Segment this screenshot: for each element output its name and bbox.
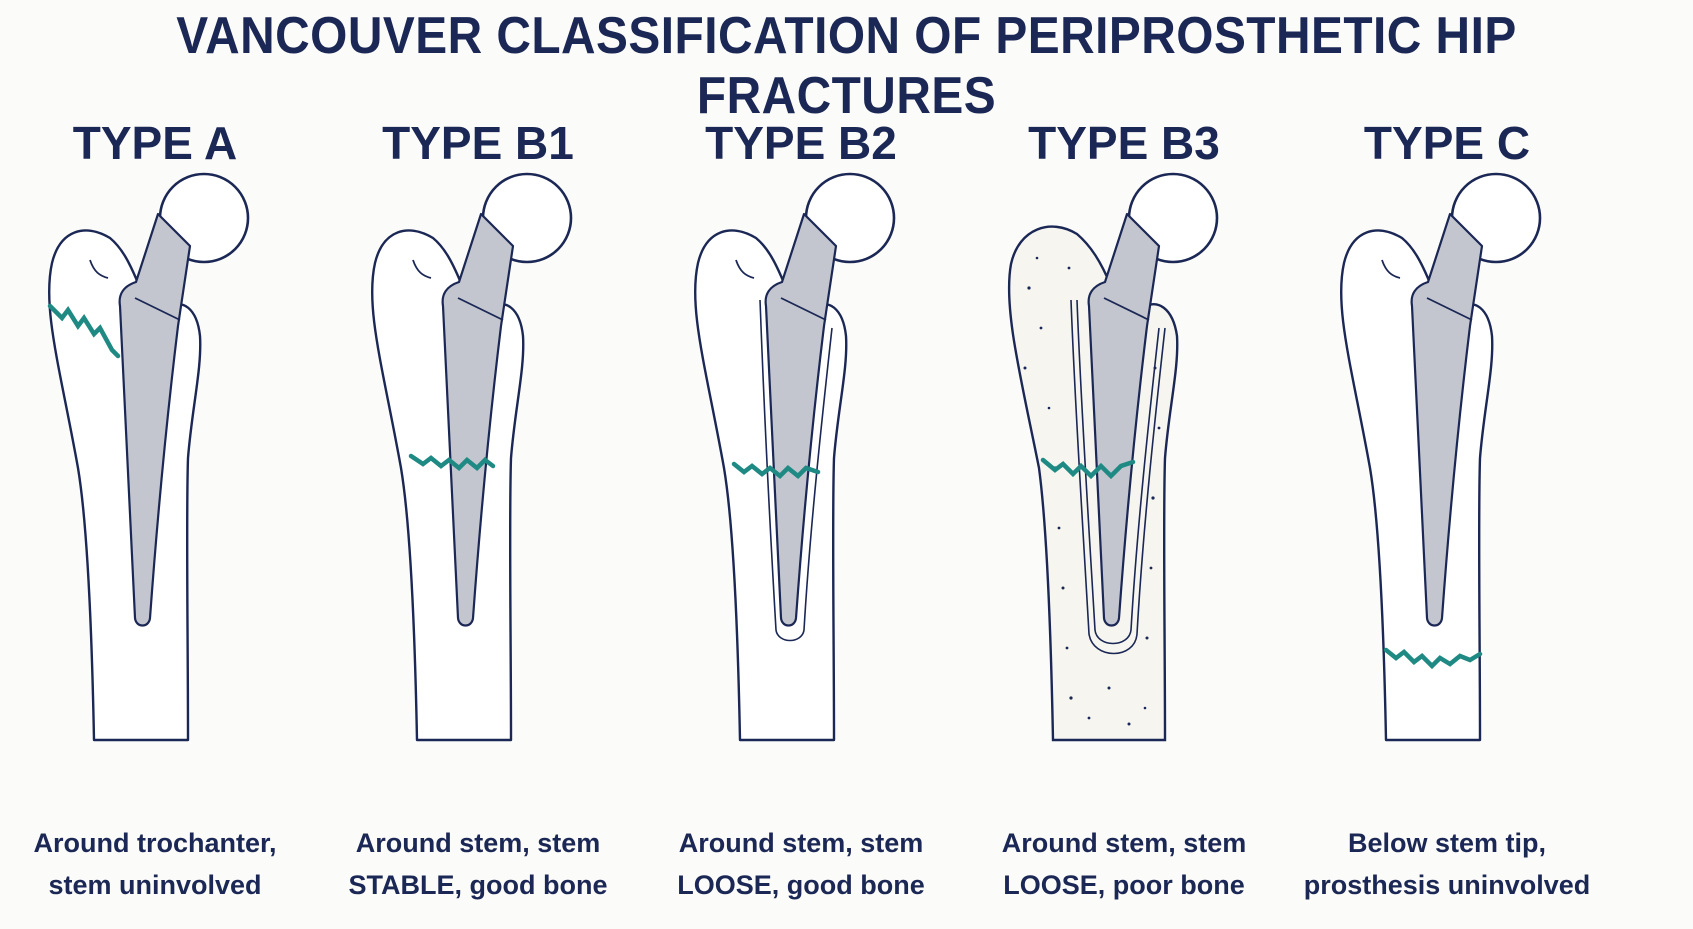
fracture-line [47,303,121,359]
diagram-title: VANCOUVER CLASSIFICATION OF PERIPROSTHET… [176,7,1517,125]
fracture-line [1040,457,1136,480]
panel-type-c: TYPE C Below stem tip, prosthesis uninvo… [1282,110,1612,910]
type-label: TYPE C [1363,117,1531,169]
femur-type-c-illustration [1339,172,1542,742]
caption: Around stem, stem STABLE, good bone [348,828,608,900]
fracture-line [1383,647,1483,670]
caption: Below stem tip, prosthesis uninvolved [1303,828,1591,900]
femur-type-a-illustration [47,172,250,742]
type-label: TYPE B1 [382,117,574,169]
panel-type-b2: TYPE B2 Around stem, stem LOOSE, good bo… [636,110,966,910]
loosening-gap [1076,299,1160,645]
panel-type-b3: TYPE B3 Around stem, stem LOOSE, poor bo… [959,110,1289,910]
fracture-line [408,453,496,472]
panel-type-a: TYPE A Around trochanter, stem uninvolve… [0,110,320,910]
loosening-gap [759,299,833,642]
type-label: TYPE A [72,117,238,169]
femur-type-b1-illustration [370,172,573,742]
femur-type-b3-illustration [1007,172,1219,742]
panel-type-b1: TYPE B1 Around stem, stem STABLE, good b… [313,110,643,910]
caption: Around stem, stem LOOSE, poor bone [1001,828,1247,900]
caption: Around stem, stem LOOSE, good bone [677,828,925,900]
type-label: TYPE B2 [705,117,897,169]
type-label: TYPE B3 [1028,117,1220,169]
femur-type-b2-illustration [693,172,896,742]
fracture-line [731,461,821,480]
caption: Around trochanter, stem uninvolved [33,828,277,900]
